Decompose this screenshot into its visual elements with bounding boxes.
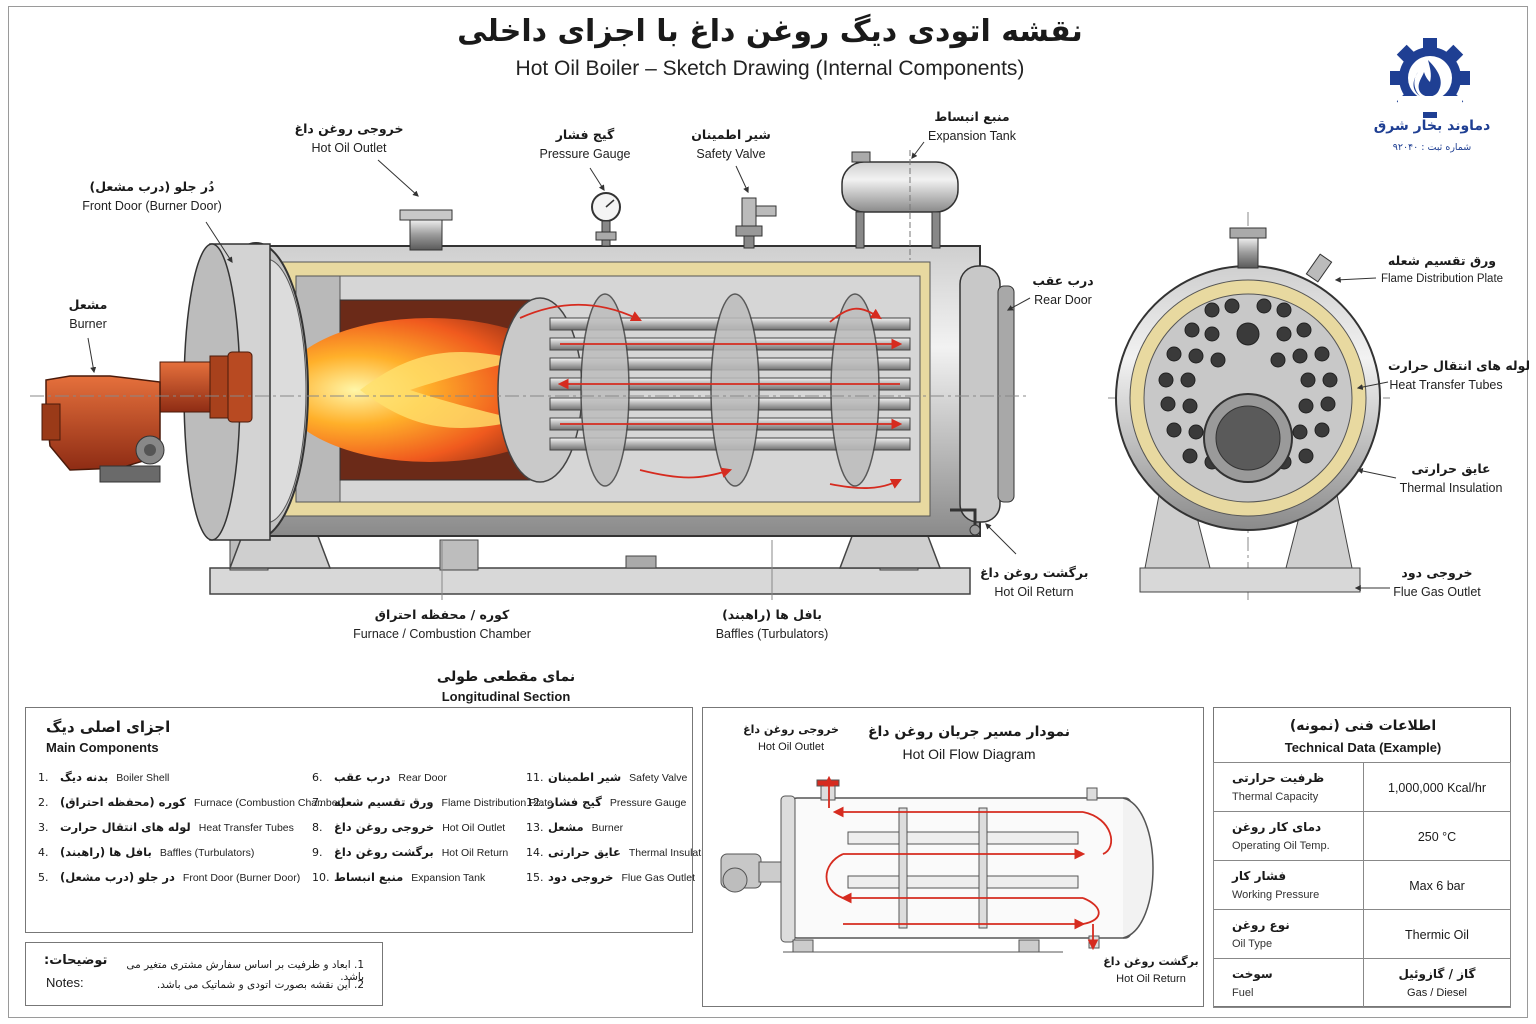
label-hot-oil-outlet: خروجی روغن داغ Hot Oil Outlet: [294, 121, 404, 155]
components-panel: اجزای اصلی دیگ Main Components 1.بدنه دی…: [25, 707, 715, 933]
section-label: نمای مقطعی طولی Longitudinal Section: [436, 669, 576, 704]
oil-flow-arrows: [519, 303, 903, 489]
tech-value: 250 °C: [1363, 811, 1511, 861]
notes-panel: توضیحات: Notes: 1. ابعاد و ظرفیت بر اساس…: [25, 942, 383, 1006]
tech-value: 1,000,000 Kcal/hr: [1363, 762, 1511, 812]
logo-name: دماوند بخار شرق: [1373, 118, 1491, 134]
drawing-frame: [8, 6, 1528, 1018]
burner: [41, 351, 253, 483]
component-item: 2.کوره (محفظه احتراق)Furnace (Combustion…: [38, 795, 345, 809]
title-fa: نقشه اتودی دیگ روغن داغ با اجزای داخلی: [457, 14, 1083, 49]
label-hot-oil-return: برگشت روغن داغ Hot Oil Return: [980, 565, 1089, 599]
safety-valve-icon: [735, 197, 777, 249]
label-rear-door: درب عقب Rear Door: [1032, 273, 1094, 307]
hot-oil-outlet-nozzle: [399, 209, 453, 251]
end-view: [1108, 212, 1390, 600]
label-front-door: دُر جلو (درب مشعل) Front Door (Burner Do…: [82, 179, 222, 213]
label-furnace: کوره / محفظه احتراق Furnace / Combustion…: [353, 607, 531, 641]
tech-value: Max 6 bar: [1363, 860, 1511, 910]
tech-title: اطلاعات فنی (نمونه) Technical Data (Exam…: [1284, 718, 1442, 755]
title-block: نقشه اتودی دیگ روغن داغ با اجزای داخلی H…: [400, 14, 1140, 81]
flow-title: نمودار مسیر جریان روغن داغ Hot Oil Flow …: [867, 724, 1071, 762]
baffles: [580, 293, 880, 487]
notes-title-en: Notes:: [46, 975, 84, 990]
note-1: 1. ابعاد و ظرفیت بر اساس سفارش مشتری متغ…: [126, 959, 364, 983]
boiler-drawing: [30, 141, 1397, 600]
flow-diagram: [720, 775, 1154, 953]
label-baffles: بافل ها (راهبند) Baffles (Turbulators): [715, 607, 829, 641]
components-title-fa: اجزای اصلی دیگ: [46, 718, 171, 736]
tech-data-panel: اطلاعات فنی (نمونه) Technical Data (Exam…: [1213, 707, 1511, 1008]
expansion-tank: [841, 150, 959, 260]
gear-flame-logo-icon: [1390, 38, 1470, 118]
pressure-gauge-icon: [591, 192, 621, 247]
components-title-en: Main Components: [46, 740, 159, 755]
component-item: 5.در جلو (درب مشعل)Front Door (Burner Do…: [38, 870, 301, 884]
flow-diagram-panel: نمودار مسیر جریان روغن داغ Hot Oil Flow …: [702, 707, 1204, 1007]
leader-lines: [87, 141, 1397, 591]
component-item: 4.بافل ها (راهبند)Baffles (Turbulators): [38, 845, 255, 859]
label-expansion-tank: منبع انبساط Expansion Tank: [927, 109, 1017, 143]
note-2: 2. این نقشه بصورت اتودی و شماتیک می باشد…: [156, 979, 364, 991]
logo-registration: شماره ثبت : ۹۲۰۴۰: [1392, 142, 1472, 153]
rear-door: [950, 265, 1015, 536]
label-flame-plate: ورق تقسیم شعله Flame Distribution Plate: [1380, 253, 1504, 285]
flow-outlet-label: خروجی روغن داغ Hot Oil Outlet: [743, 723, 839, 753]
tech-value: Thermic Oil: [1363, 909, 1511, 959]
company-logo: دماوند بخار شرق شماره ثبت : ۹۲۰۴۰: [1368, 36, 1508, 166]
label-flue: خروجی دود Flue Gas Outlet: [1393, 565, 1481, 599]
label-burner: مشعل Burner: [68, 297, 108, 331]
title-en: Hot Oil Boiler – Sketch Drawing (Interna…: [515, 57, 1025, 80]
label-insulation: عایق حرارتی Thermal Insulation: [1399, 461, 1503, 495]
label-tubes: لوله های انتقال حرارت Heat Transfer Tube…: [1388, 358, 1531, 392]
flow-return-label: برگشت روغن داغ Hot Oil Return: [1103, 955, 1199, 985]
label-pressure-gauge: گیج فشار Pressure Gauge: [539, 127, 631, 161]
label-safety-valve: شیر اطمینان Safety Valve: [691, 127, 771, 161]
notes-title-fa: توضیحات:: [44, 953, 108, 968]
end-view-tubes: [1158, 298, 1338, 470]
furnace: [280, 297, 583, 483]
